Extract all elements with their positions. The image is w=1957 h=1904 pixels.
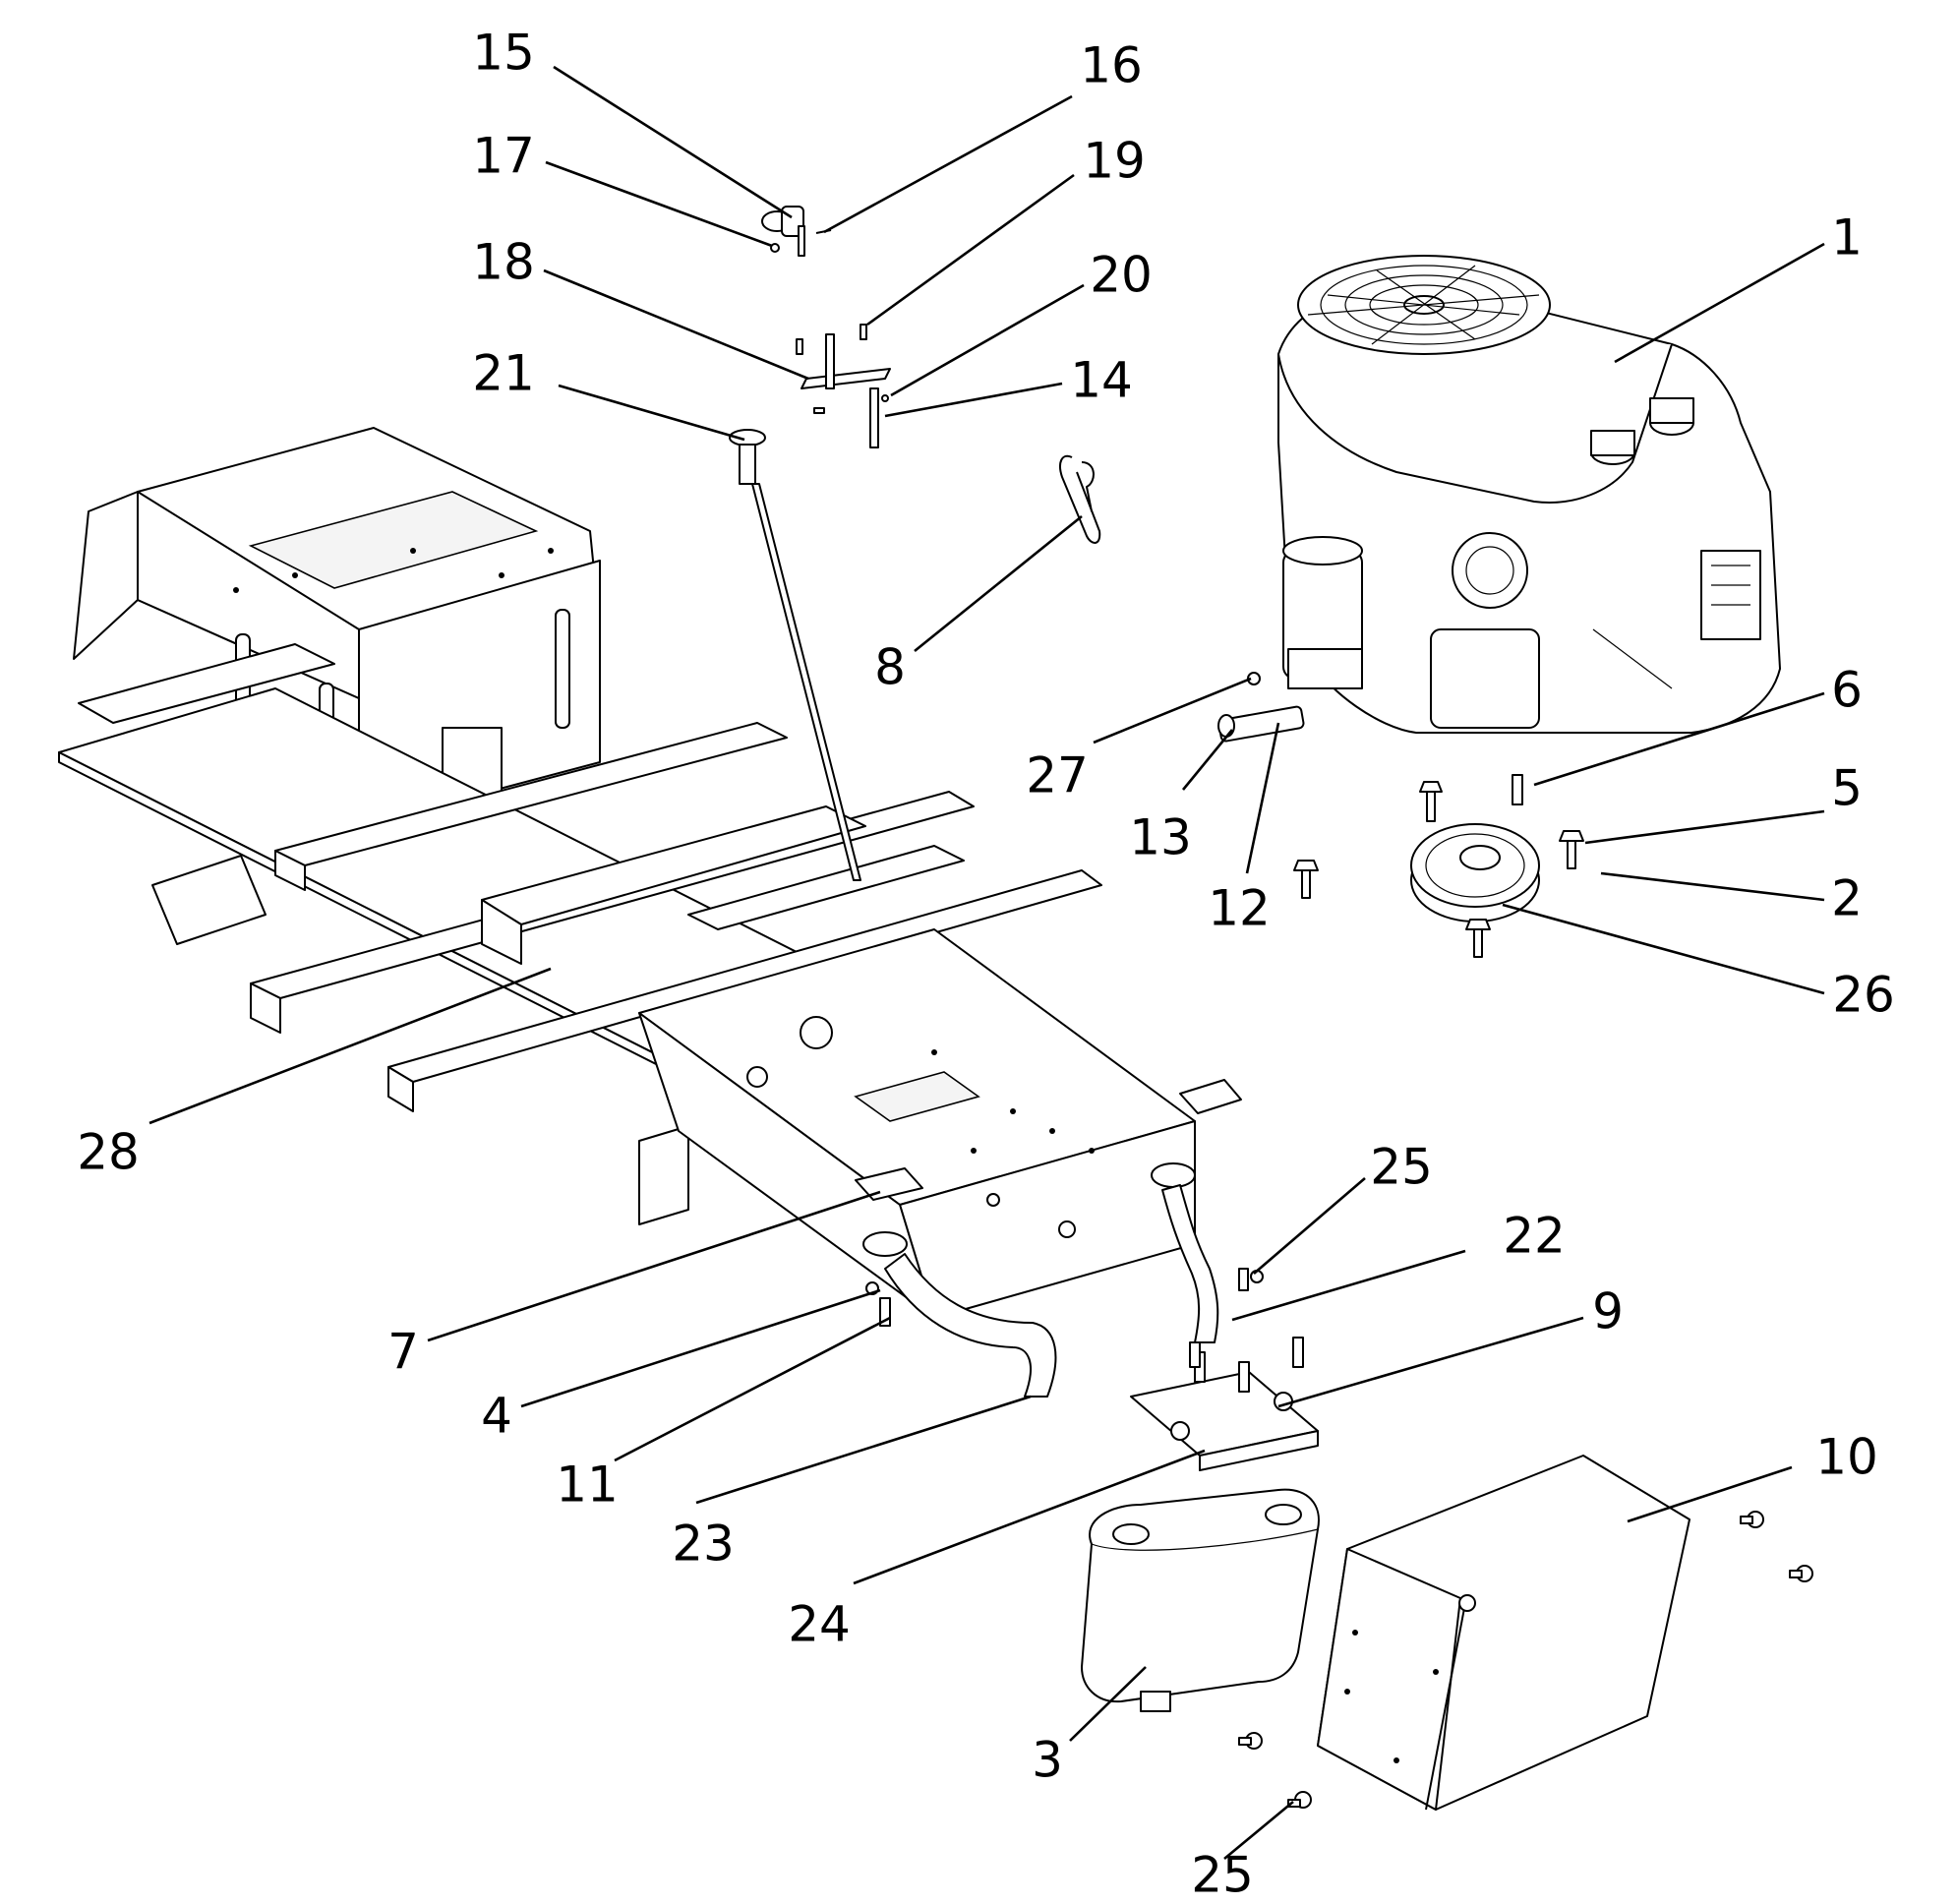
callout-3: 3 [1032, 1732, 1063, 1789]
callout-19: 19 [1083, 133, 1146, 190]
callout-25-upper: 25 [1370, 1139, 1433, 1196]
muffler-bracket [1130, 1337, 1319, 1471]
callout-5: 5 [1831, 760, 1863, 817]
callout-18: 18 [472, 234, 535, 291]
callout-9: 9 [1592, 1283, 1624, 1340]
heat-shield [1317, 1455, 1690, 1811]
callout-20: 20 [1090, 247, 1153, 304]
callout-17: 17 [472, 128, 535, 185]
gaskets [855, 1079, 1242, 1201]
callout-28: 28 [77, 1124, 140, 1181]
pulley-and-bolts [1293, 774, 1584, 958]
callout-4: 4 [481, 1388, 512, 1445]
dipstick [729, 429, 861, 881]
callout-11: 11 [556, 1457, 619, 1514]
callout-24: 24 [788, 1596, 851, 1653]
hook-clip [1059, 454, 1101, 544]
callout-8: 8 [874, 639, 906, 696]
callout-16: 16 [1080, 37, 1143, 94]
callout-26: 26 [1832, 967, 1895, 1024]
callout-13: 13 [1129, 809, 1192, 866]
callout-25-lower: 25 [1191, 1847, 1254, 1904]
callout-1: 1 [1831, 209, 1863, 267]
leader-lines [148, 65, 1825, 1861]
callout-6: 6 [1831, 662, 1863, 719]
engine-assembly [1277, 255, 1781, 734]
throttle-control [761, 206, 891, 448]
callout-21: 21 [472, 345, 535, 402]
callout-10: 10 [1815, 1429, 1878, 1486]
callout-15: 15 [472, 25, 535, 82]
callout-labels: 1 2 3 4 5 6 7 8 9 10 11 12 13 14 15 16 1… [77, 25, 1895, 1904]
exhaust-pipes [862, 1162, 1249, 1398]
callout-12: 12 [1208, 880, 1271, 937]
muffler [1081, 1488, 1320, 1712]
chassis-frame [58, 427, 1196, 1319]
callout-2: 2 [1831, 870, 1863, 927]
callout-27: 27 [1026, 747, 1089, 804]
callout-7: 7 [387, 1324, 419, 1381]
callout-14: 14 [1070, 352, 1133, 409]
callout-23: 23 [672, 1516, 735, 1573]
callout-22: 22 [1503, 1208, 1566, 1265]
shaft-assembly [1217, 672, 1305, 743]
screws [1238, 1270, 1813, 1809]
